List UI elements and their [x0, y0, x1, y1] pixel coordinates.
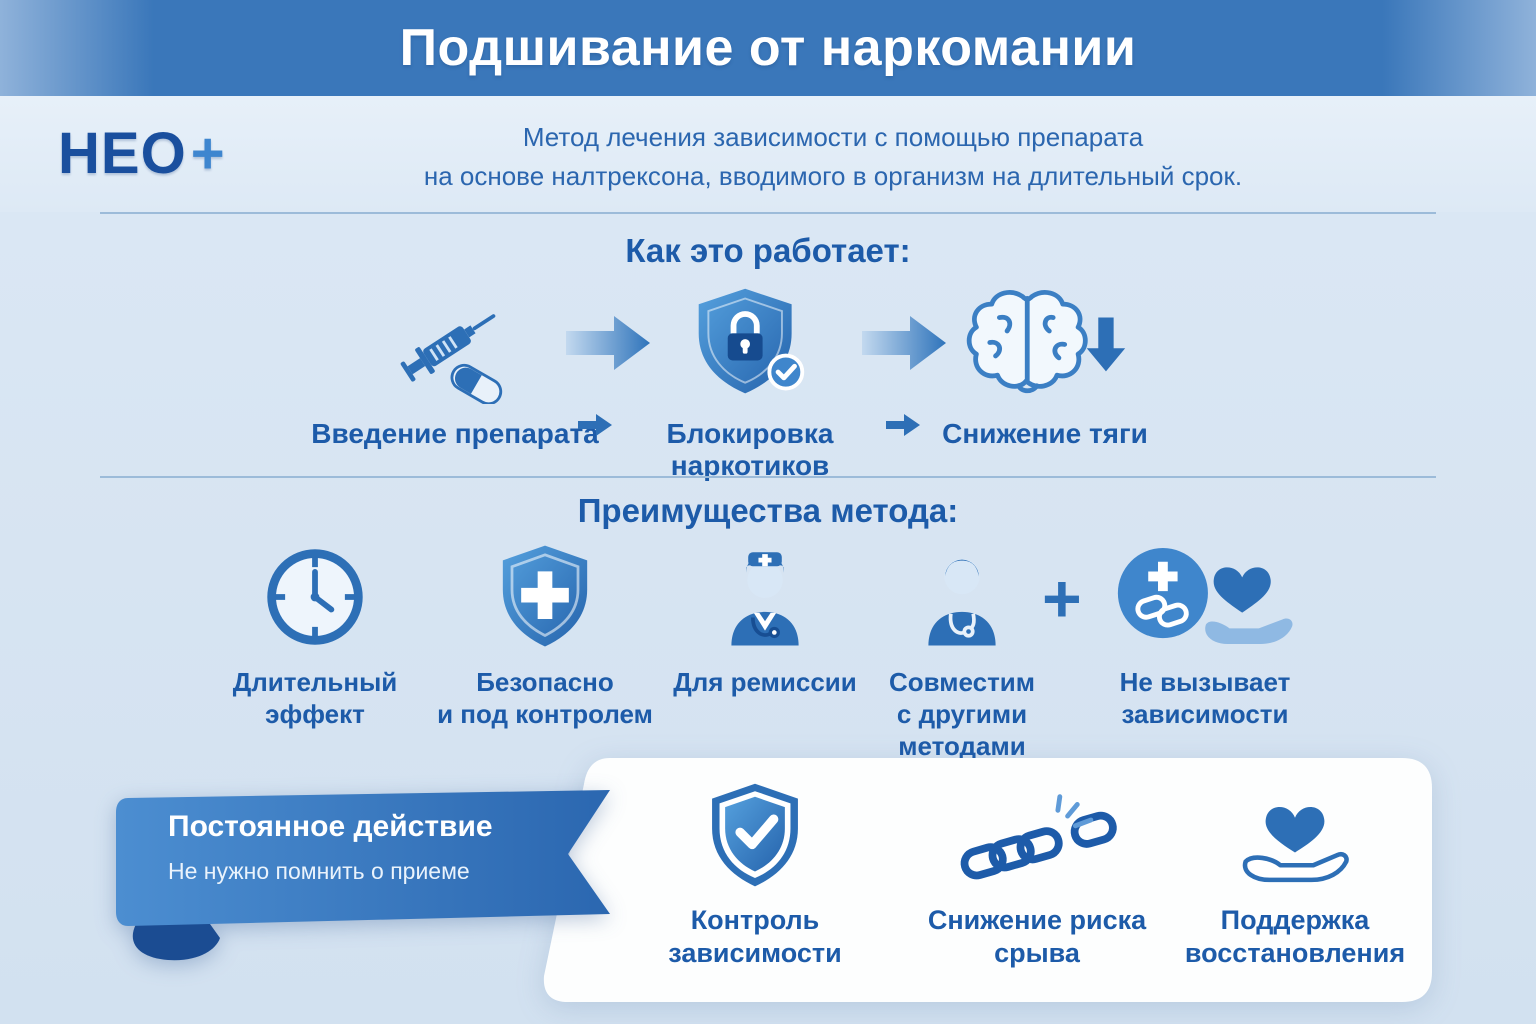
advantage-label: Совместим с другими методами	[888, 667, 1036, 761]
benefits-card: Контроль зависимости	[540, 758, 1432, 1002]
broken-chain-icon	[955, 776, 1120, 896]
benefit-item-recovery-support: Поддержка восстановления	[1165, 776, 1425, 970]
shield-check-icon	[699, 776, 811, 896]
intro-section: НЕО+ Метод лечения зависимости с помощью…	[0, 96, 1536, 212]
advantage-label: Для ремиссии	[673, 667, 857, 697]
header-banner: Подшивание от наркомании	[0, 0, 1536, 96]
benefit-label: Поддержка восстановления	[1184, 905, 1406, 968]
advantages-title: Преимущества метода:	[577, 492, 959, 529]
benefit-item-relapse-risk: Снижение риска срыва	[902, 776, 1172, 970]
advantage-item-safe: Безопасно и под контролем	[430, 538, 660, 730]
plus-separator: +	[1042, 561, 1082, 637]
advantage-item-remission: Для ремиссии	[665, 538, 865, 698]
step-label: Блокировка наркотиков	[666, 418, 834, 481]
advantage-item-compatible: Совместим с другими методами	[867, 538, 1057, 762]
advantage-item-no-addiction: Не вызывает зависимости	[1090, 538, 1320, 730]
logo-text: НЕО	[58, 121, 187, 186]
shield-cross-icon	[490, 538, 600, 656]
how-it-works-title: Как это работает:	[625, 232, 911, 269]
benefit-item-control: Контроль зависимости	[620, 776, 890, 970]
step-item-craving-reduction: Снижение тяги	[890, 280, 1200, 450]
shield-lock-icon	[687, 280, 813, 406]
advantage-label: Длительный эффект	[232, 667, 398, 729]
flow-arrow-icon	[862, 316, 946, 370]
brain-decrease-icon	[961, 280, 1129, 406]
advantage-label: Не вызывает зависимости	[1119, 667, 1291, 729]
hand-heart-icon	[1231, 776, 1359, 896]
divider-line	[100, 476, 1436, 478]
clinic-logo: НЕО+	[58, 120, 226, 187]
ribbon-shape	[116, 790, 610, 961]
step-item-blocking: Блокировка наркотиков	[595, 280, 905, 482]
step-label: Снижение тяги	[942, 418, 1148, 449]
benefit-label: Снижение риска срыва	[927, 905, 1147, 968]
ribbon-title: Постоянное действие	[168, 810, 493, 843]
small-arrow-icon	[578, 414, 612, 436]
no-addiction-icon	[1112, 538, 1298, 656]
ribbon-subtitle: Не нужно помнить о приеме	[168, 858, 470, 884]
divider-line	[100, 212, 1436, 214]
page-title: Подшивание от наркомании	[399, 19, 1137, 77]
step-label: Введение препарата	[311, 418, 599, 449]
method-description: Метод лечения зависимости с помощью преп…	[423, 122, 1243, 191]
clock-icon	[262, 538, 368, 656]
permanent-effect-ribbon: Постоянное действие Не нужно помнить о п…	[112, 788, 617, 968]
logo-plus-icon: +	[190, 121, 226, 186]
syringe-capsule-icon	[380, 280, 530, 406]
small-arrow-icon	[886, 414, 920, 436]
advantage-item-long-effect: Длительный эффект	[205, 538, 425, 730]
medic-stethoscope-icon	[906, 538, 1018, 656]
advantage-label: Безопасно и под контролем	[437, 667, 653, 729]
doctor-icon	[709, 538, 821, 656]
step-item-injection: Введение препарата	[300, 280, 610, 450]
benefit-label: Контроль зависимости	[668, 905, 842, 968]
flow-arrow-icon	[566, 316, 650, 370]
